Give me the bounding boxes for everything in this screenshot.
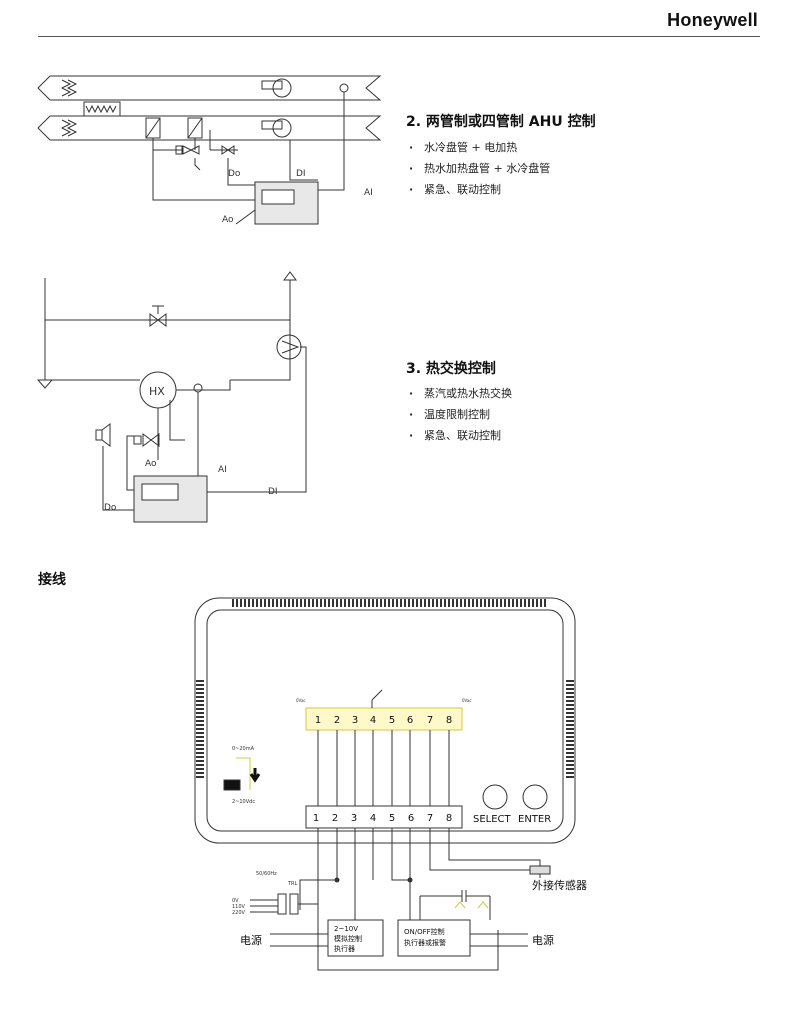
list-item: 紧急、联动控制 xyxy=(406,425,512,446)
select-label: SELECT xyxy=(473,814,512,825)
hx-label-ai: AI xyxy=(218,465,227,475)
ahu-label-do: Do xyxy=(228,169,241,179)
hx-label-di: DI xyxy=(268,487,278,497)
voltage-110v: 110V xyxy=(232,904,246,910)
list-item: 紧急、联动控制 xyxy=(406,179,550,200)
bottom-terminal-3: 3 xyxy=(351,813,357,824)
power-label-left: 电源 xyxy=(240,933,262,947)
hx-section-title: 3. 热交换控制 xyxy=(406,361,496,377)
hx-label: HX xyxy=(149,385,165,398)
ahu-label-di: DI xyxy=(296,169,306,179)
header-divider xyxy=(38,36,760,37)
top-terminal-8: 8 xyxy=(446,715,452,726)
power-label-right: 电源 xyxy=(532,933,554,947)
ahu-label-ao: Ao xyxy=(222,215,234,225)
top-terminal-7: 7 xyxy=(427,715,433,726)
jumper-bottom-label: 2~10Vdc xyxy=(232,799,255,805)
wiring-section-title: 接线 xyxy=(38,572,66,588)
trl-label: TRL xyxy=(287,881,298,887)
bottom-terminal-7: 7 xyxy=(427,813,433,824)
list-item: 水冷盘管 + 电加热 xyxy=(406,137,550,158)
bottom-terminal-4: 4 xyxy=(370,813,376,824)
list-item: 蒸汽或热水热交换 xyxy=(406,383,512,404)
ahu-section-title: 2. 两管制或四管制 AHU 控制 xyxy=(406,114,596,130)
bottom-terminal-2: 2 xyxy=(332,813,338,824)
list-item: 温度限制控制 xyxy=(406,404,512,425)
ahu-feature-list: 水冷盘管 + 电加热 热水加热盘管 + 水冷盘管 紧急、联动控制 xyxy=(406,137,550,200)
analog-box-line2: 模拟控制 xyxy=(334,934,362,943)
brand-logo: Honeywell xyxy=(667,10,758,30)
bottom-terminal-5: 5 xyxy=(389,813,395,824)
voltage-0v: 0V xyxy=(232,898,239,904)
hx-label-do: Do xyxy=(104,503,117,513)
bottom-terminal-8: 8 xyxy=(446,813,452,824)
sensor-label: 外接传感器 xyxy=(532,879,587,892)
top-terminal-3: 3 xyxy=(352,715,358,726)
top-terminal-2: 2 xyxy=(334,715,340,726)
bottom-terminal-6: 6 xyxy=(408,813,414,824)
wiring-junction xyxy=(407,877,413,883)
list-item: 热水加热盘管 + 水冷盘管 xyxy=(406,158,550,179)
top-terminal-5: 5 xyxy=(389,715,395,726)
hx-feature-list: 蒸汽或热水热交换 温度限制控制 紧急、联动控制 xyxy=(406,383,512,446)
top-small-label-right: 0Vac xyxy=(462,698,472,703)
ahu-label-ai: AI xyxy=(364,188,373,198)
onoff-box-line1: ON/OFF控制 xyxy=(404,927,445,936)
jumper-top-label: 0~20mA xyxy=(232,746,255,752)
onoff-box-line2: 执行器或报警 xyxy=(404,938,446,947)
bottom-terminal-1: 1 xyxy=(313,813,319,824)
analog-box-line1: 2~10V xyxy=(334,925,358,933)
analog-box-line3: 执行器 xyxy=(334,944,355,953)
wiring-junction xyxy=(334,877,340,883)
hx-label-ao: Ao xyxy=(145,459,157,469)
top-terminal-4: 4 xyxy=(370,715,376,726)
power-freq-label: 50/60Hz xyxy=(256,871,277,877)
voltage-220v: 220V xyxy=(232,910,246,916)
top-terminal-6: 6 xyxy=(407,715,413,726)
top-small-label-left: 0Vac xyxy=(296,698,306,703)
top-terminal-1: 1 xyxy=(315,715,321,726)
enter-label: ENTER xyxy=(518,814,551,825)
